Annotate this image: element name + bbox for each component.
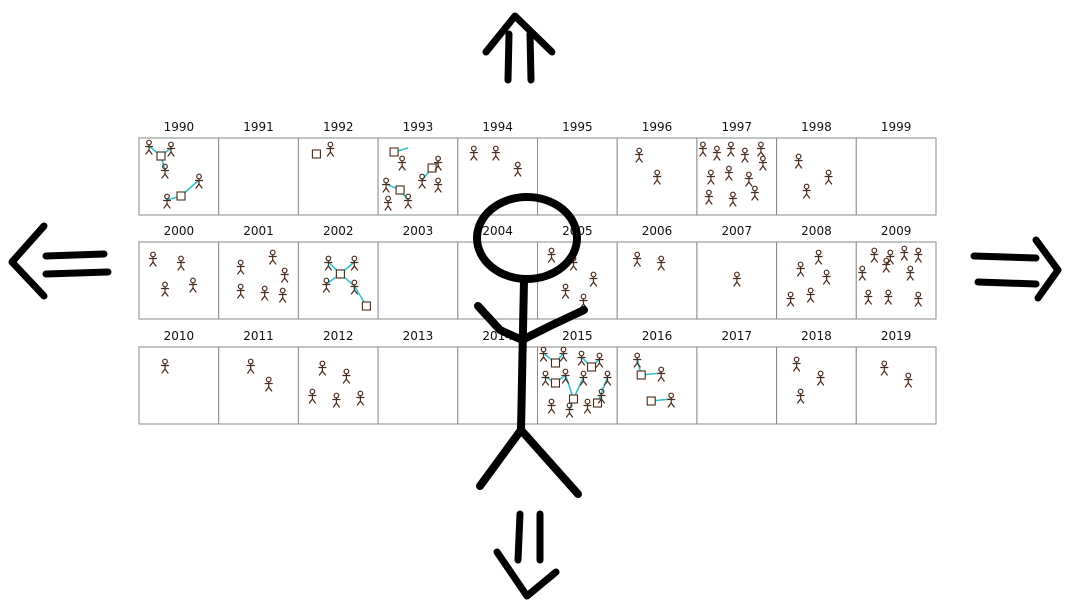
year-label: 2012 [323, 329, 354, 343]
cell-frame [139, 347, 219, 424]
year-label: 1997 [721, 120, 752, 134]
year-cell[interactable]: 1990 [139, 120, 219, 215]
house-icon [588, 363, 596, 371]
house-icon [647, 397, 655, 405]
year-cell[interactable]: 1996 [617, 120, 697, 215]
year-label: 1995 [562, 120, 593, 134]
year-cell[interactable]: 1998 [777, 120, 857, 215]
year-label: 2017 [721, 329, 752, 343]
year-cell[interactable]: 2018 [777, 329, 857, 424]
year-label: 1996 [642, 120, 673, 134]
year-cell[interactable]: 2000 [139, 224, 219, 319]
year-label: 2016 [642, 329, 673, 343]
year-cell[interactable]: 2002 [298, 224, 378, 319]
year-label: 1991 [243, 120, 274, 134]
year-label: 2009 [881, 224, 912, 238]
year-grid: 1990 1991 1992 1993 1994 1995 1996 1997 1998 1999… [139, 120, 936, 424]
cell-frame [378, 242, 458, 319]
year-label: 2015 [562, 329, 593, 343]
year-cell[interactable]: 1991 [219, 120, 299, 215]
year-cell[interactable]: 2006 [617, 224, 697, 319]
year-label: 1993 [403, 120, 434, 134]
cell-frame [219, 347, 299, 424]
cell-frame [856, 138, 936, 215]
year-cell[interactable]: 1999 [856, 120, 936, 215]
year-cell[interactable]: 2013 [378, 329, 458, 424]
year-cell[interactable]: 1993 [378, 120, 458, 215]
year-label: 1999 [881, 120, 912, 134]
year-label: 2007 [721, 224, 752, 238]
cell-frame [856, 242, 936, 319]
house-icon [177, 192, 185, 200]
year-label: 2010 [164, 329, 195, 343]
house-icon [390, 148, 398, 156]
year-label: 2003 [403, 224, 434, 238]
double-arrow-right-icon[interactable] [974, 240, 1058, 298]
double-arrow-left-icon[interactable] [12, 226, 108, 296]
house-icon [157, 152, 165, 160]
house-icon [637, 371, 645, 379]
house-icon [570, 395, 578, 403]
cell-frame [378, 347, 458, 424]
year-label: 1990 [164, 120, 195, 134]
year-label: 2002 [323, 224, 354, 238]
year-label: 2011 [243, 329, 274, 343]
house-icon [428, 164, 436, 172]
cell-frame [777, 347, 857, 424]
year-label: 2001 [243, 224, 274, 238]
year-label: 2006 [642, 224, 673, 238]
house-icon [336, 270, 344, 278]
house-icon [552, 359, 560, 367]
year-label: 1998 [801, 120, 832, 134]
cell-frame [617, 347, 697, 424]
year-cell[interactable]: 2015 [538, 329, 618, 424]
year-cell[interactable]: 2003 [378, 224, 458, 319]
year-cell[interactable]: 2017 [697, 329, 777, 424]
house-icon [396, 186, 404, 194]
double-arrow-down-icon[interactable] [497, 514, 556, 596]
cell-frame [617, 242, 697, 319]
year-cell[interactable]: 2001 [219, 224, 299, 319]
year-cell[interactable]: 2007 [697, 224, 777, 319]
year-label: 2004 [482, 224, 513, 238]
year-cell[interactable]: 1997 [697, 120, 777, 215]
year-label: 2008 [801, 224, 832, 238]
year-cell[interactable]: 1992 [298, 120, 378, 215]
double-arrow-up-icon[interactable] [486, 16, 552, 80]
cell-frame [139, 138, 219, 215]
cell-frame [777, 138, 857, 215]
cell-frame [697, 347, 777, 424]
year-label: 2019 [881, 329, 912, 343]
cell-frame [856, 347, 936, 424]
cell-frame [298, 347, 378, 424]
house-icon [362, 302, 370, 310]
cell-frame [219, 138, 299, 215]
cell-frame [298, 138, 378, 215]
year-label: 1994 [482, 120, 513, 134]
year-label: 2018 [801, 329, 832, 343]
house-icon [552, 379, 560, 387]
year-cell[interactable]: 2012 [298, 329, 378, 424]
year-label: 2013 [403, 329, 434, 343]
year-cell[interactable]: 2016 [617, 329, 697, 424]
year-cell[interactable]: 2010 [139, 329, 219, 424]
year-cell[interactable]: 2008 [777, 224, 857, 319]
year-cell[interactable]: 2009 [856, 224, 936, 319]
year-cell[interactable]: 2019 [856, 329, 936, 424]
year-label: 2000 [164, 224, 195, 238]
year-label: 1992 [323, 120, 354, 134]
house-icon [312, 150, 320, 158]
year-cell[interactable]: 2011 [219, 329, 299, 424]
